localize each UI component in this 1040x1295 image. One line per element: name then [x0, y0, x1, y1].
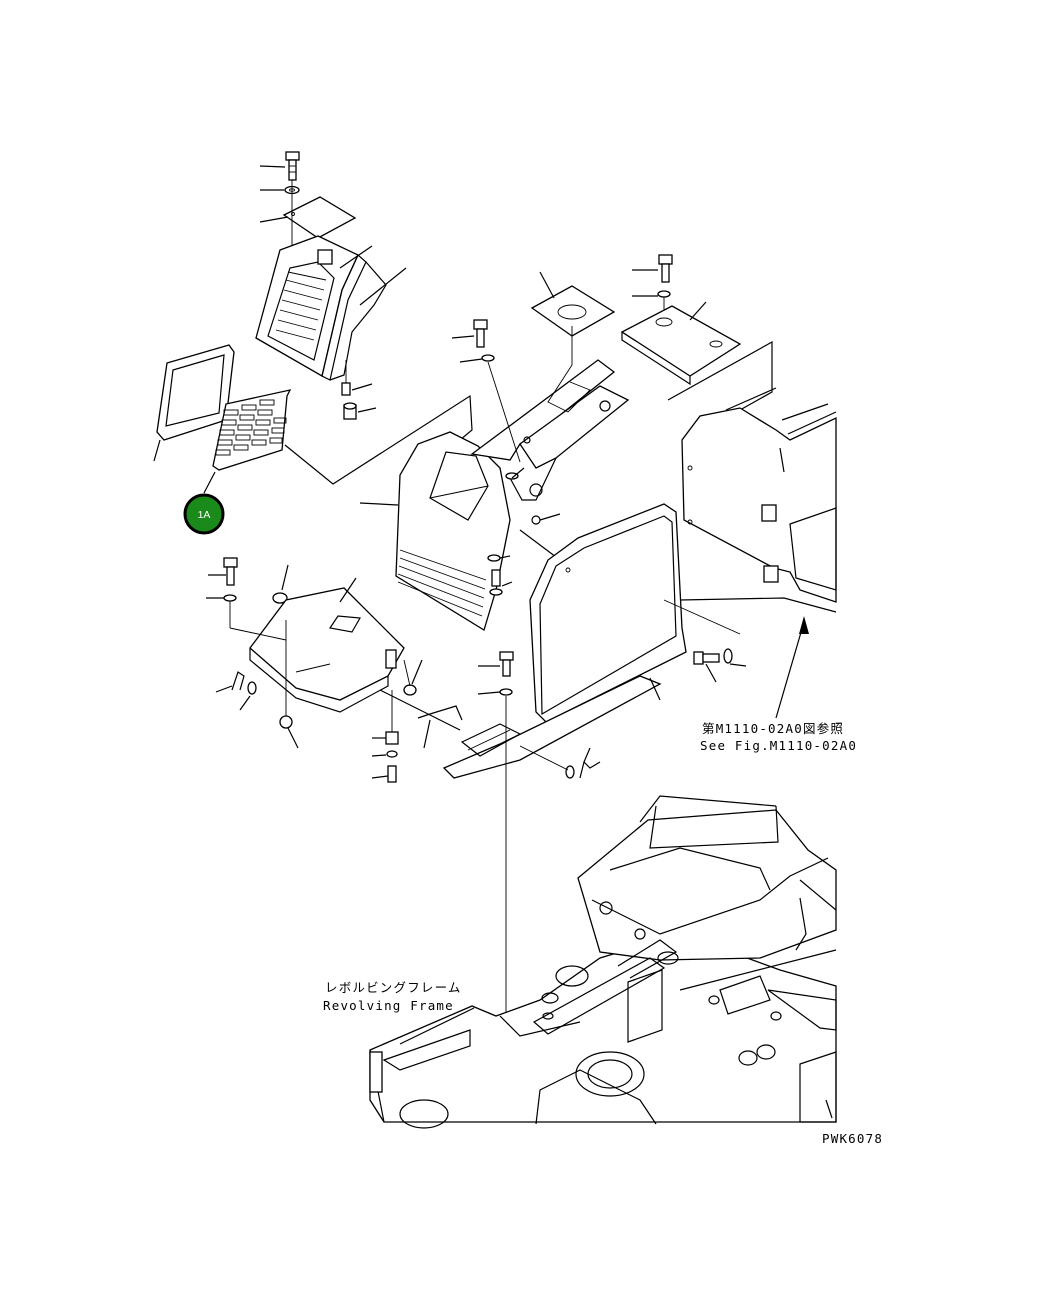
rubber-mount-small — [341, 360, 373, 396]
washer-left-top — [260, 185, 300, 195]
reference-note-en: See Fig.M1110-02A0 — [700, 738, 857, 753]
clip-right — [519, 745, 601, 779]
grille-panel — [203, 389, 473, 494]
grille-seal-frame — [153, 344, 235, 462]
revolving-frame — [369, 795, 837, 1129]
center-fasteners — [487, 467, 561, 596]
side-bolt-right — [693, 648, 747, 683]
right-cover-plate — [620, 301, 777, 411]
center-shroud — [359, 431, 511, 631]
reference-note-jp: 第M1110-02A0図参照 — [702, 721, 844, 736]
mat-plate — [530, 271, 616, 413]
nut-left — [272, 564, 289, 604]
duct-grille-housing — [255, 235, 407, 381]
frame-label-en: Revolving Frame — [323, 998, 454, 1013]
callout-1a-button[interactable]: 1A — [183, 493, 225, 535]
lower-bracket — [379, 675, 662, 779]
mid-bolt — [477, 651, 514, 1022]
lower-fasteners-stack — [371, 690, 399, 783]
nut-right-small — [403, 659, 423, 696]
right-body-panel — [679, 403, 837, 613]
cover-plate-top — [259, 196, 357, 239]
frame-label-jp: レボルビングフレーム — [325, 980, 462, 995]
top-bolt-left — [259, 151, 300, 181]
top-bolt-center — [451, 319, 521, 463]
top-bolt-right — [632, 254, 673, 318]
callout-label: 1A — [198, 509, 211, 521]
rubber-cushion — [343, 402, 377, 420]
clip-left — [215, 671, 299, 749]
drawing-number: PWK6078 — [822, 1131, 883, 1146]
lower-bolt-left — [206, 557, 238, 628]
lower-cover — [229, 577, 405, 716]
reference-arrow — [775, 616, 809, 719]
